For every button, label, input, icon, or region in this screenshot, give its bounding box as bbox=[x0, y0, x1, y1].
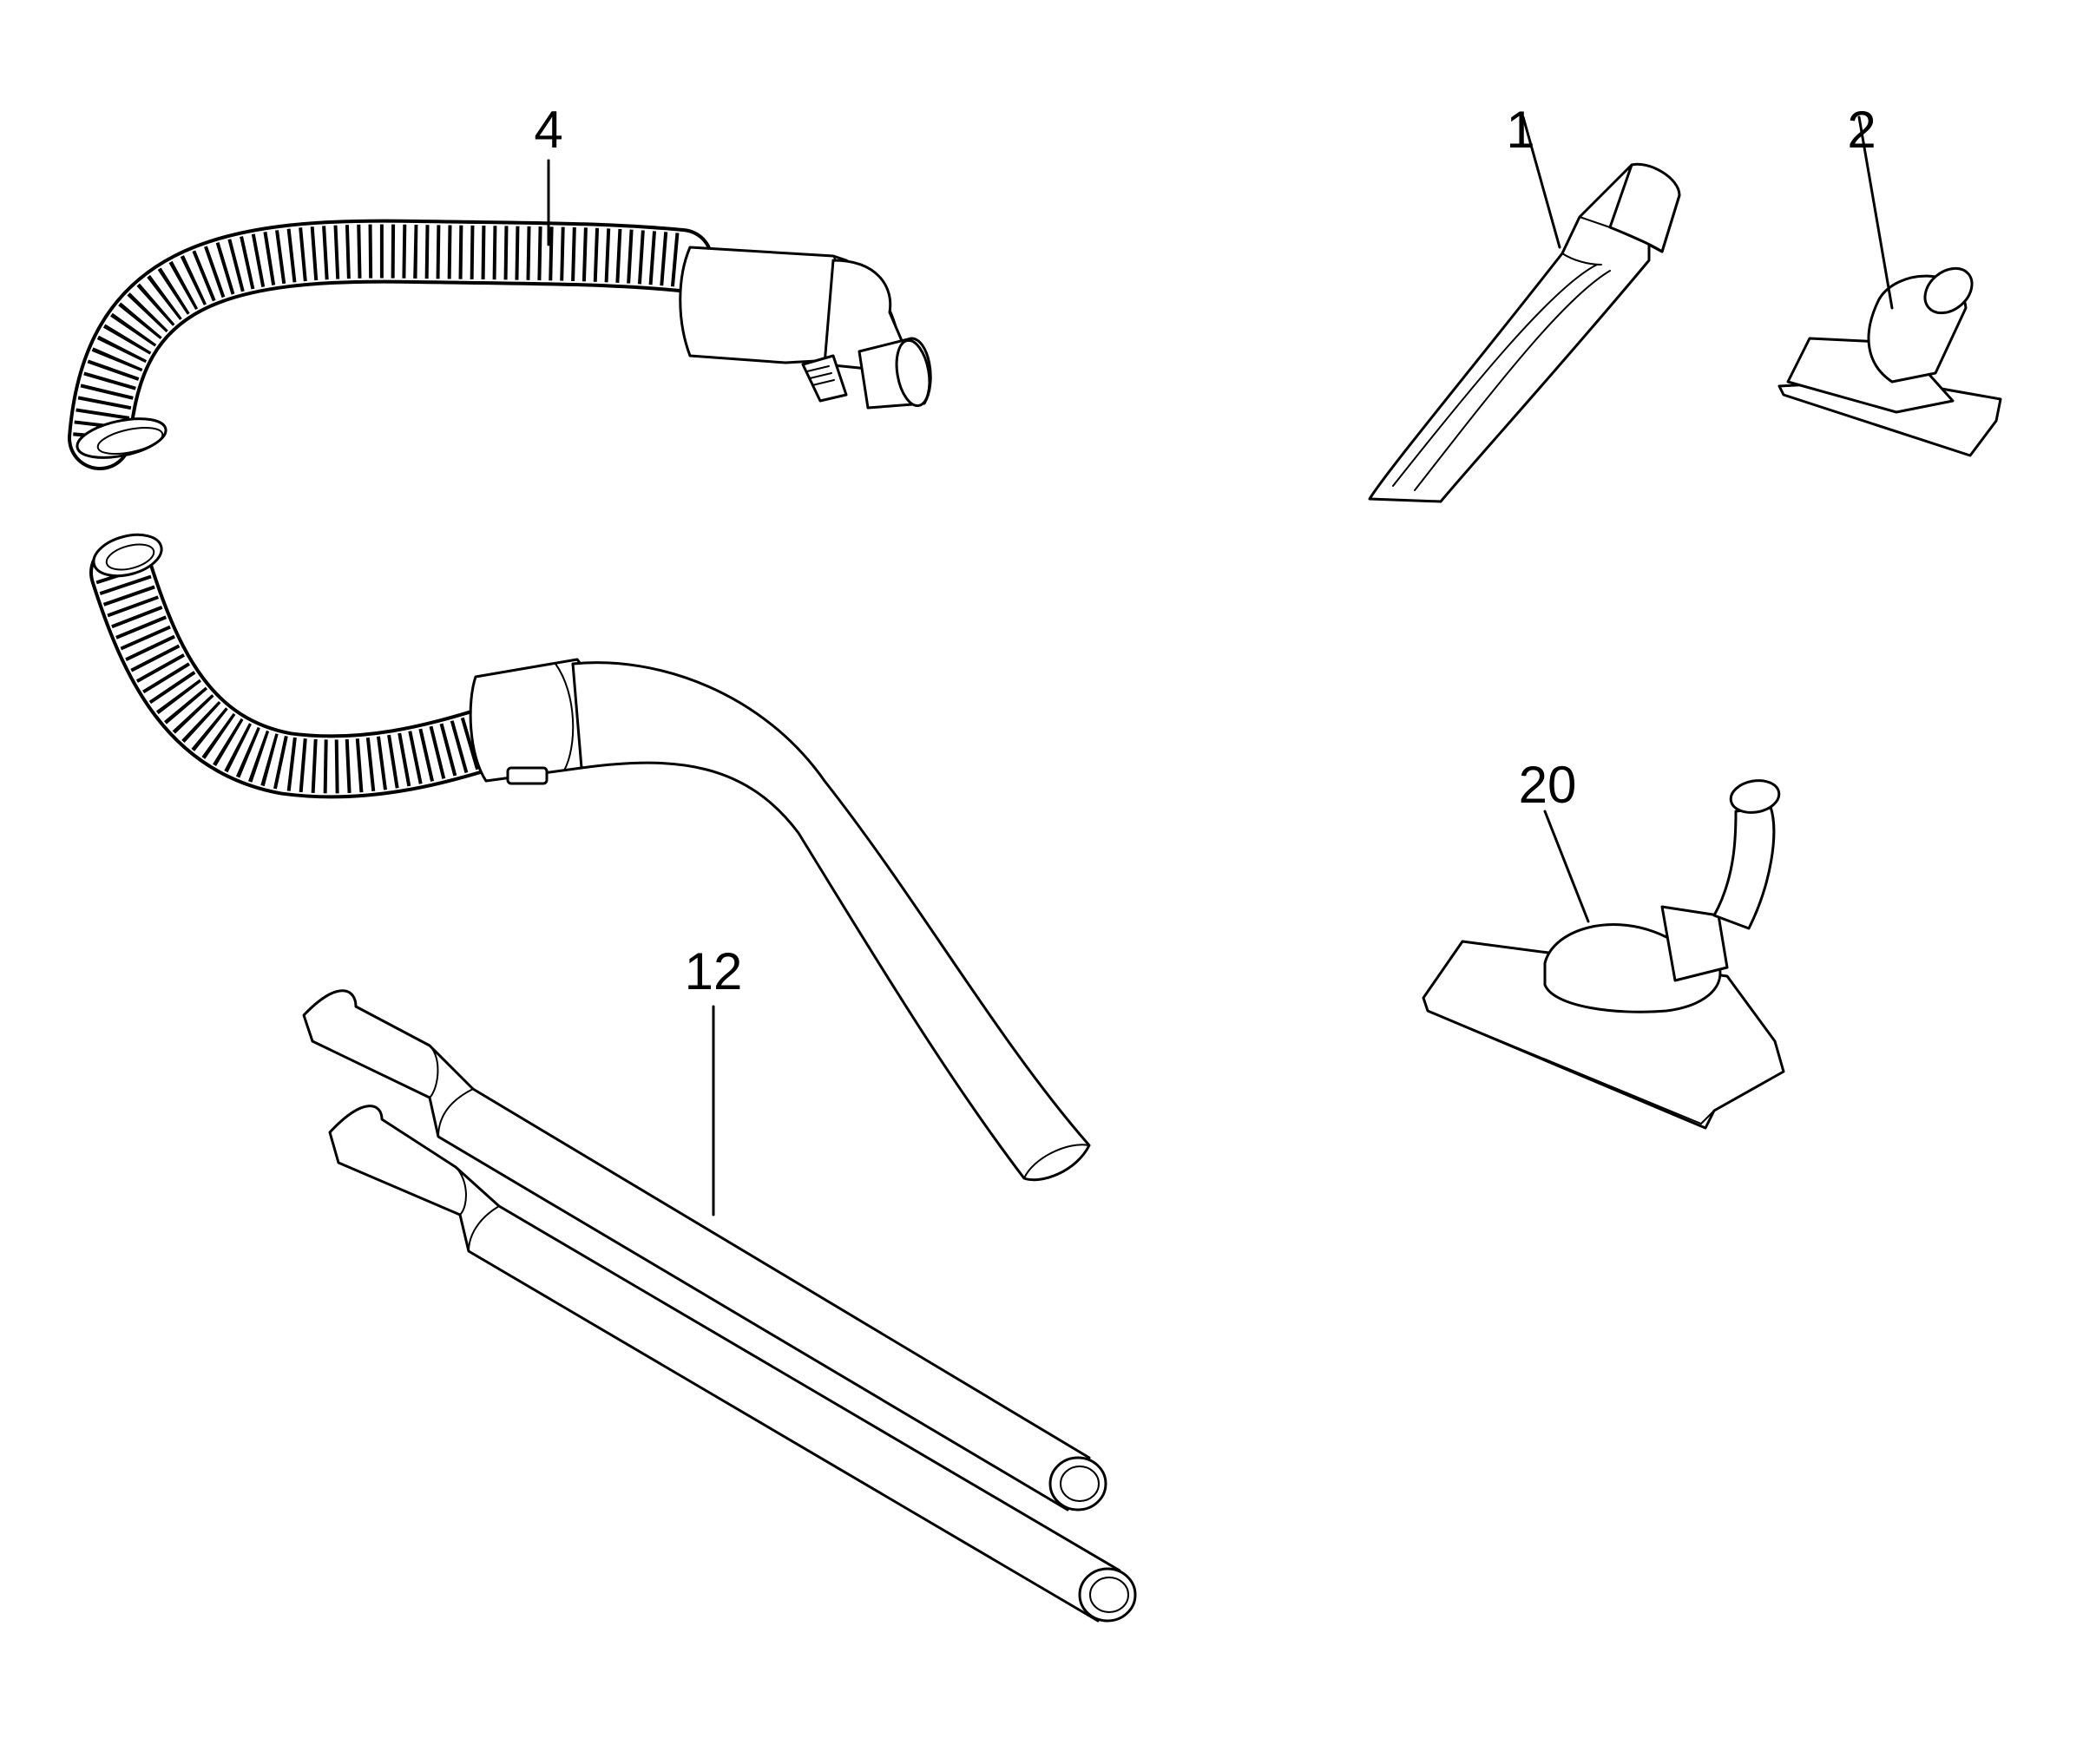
part-label-2: 2 bbox=[1847, 101, 1876, 159]
crevice-tool bbox=[1368, 115, 1681, 503]
part-label-12: 12 bbox=[685, 942, 743, 1000]
part-label-4: 4 bbox=[534, 101, 562, 159]
floor-nozzle bbox=[1422, 779, 1785, 1130]
extension-tubes bbox=[302, 989, 1137, 1623]
hose-lower-with-handle bbox=[89, 533, 1091, 1182]
part-label-20: 20 bbox=[1519, 756, 1577, 814]
hose-upper bbox=[68, 159, 932, 470]
upholstery-tool bbox=[1777, 115, 2002, 457]
part-label-1: 1 bbox=[1506, 101, 1534, 159]
